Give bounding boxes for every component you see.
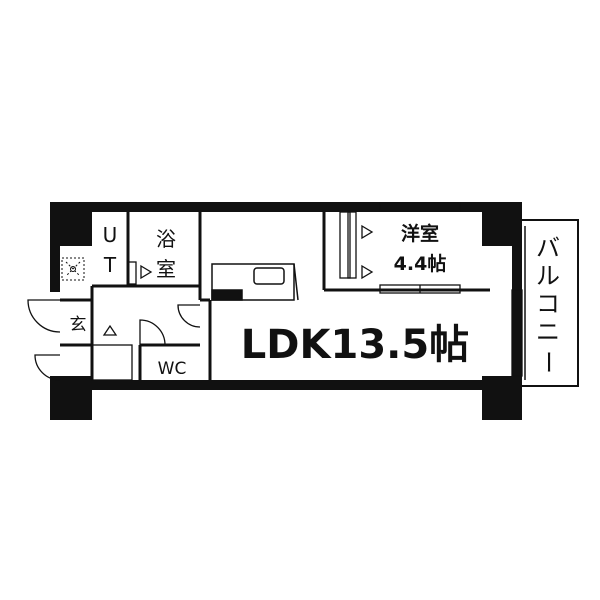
exterior-walls xyxy=(50,202,522,420)
bath-label-line1: 浴 xyxy=(156,227,176,251)
balcony-char-2: ル xyxy=(536,262,560,290)
bath-label-line2: 室 xyxy=(156,257,176,281)
balcony-label: バ ル コ ニ ー xyxy=(534,234,562,374)
ut-label-line2: T xyxy=(103,253,117,277)
balcony-char-4: ニ xyxy=(536,318,560,346)
ldk-label: LDK13.5帖 xyxy=(241,322,469,368)
entrance-label: 玄 xyxy=(70,315,87,335)
interior-walls xyxy=(60,212,490,380)
balcony-char-3: コ xyxy=(536,290,560,318)
washer-pan xyxy=(61,257,85,281)
ut-label-line1: U xyxy=(103,223,118,247)
doors xyxy=(27,202,523,381)
bedroom-name: 洋室 xyxy=(401,222,439,245)
balcony-char-5: ー xyxy=(534,350,562,374)
bedroom-size: 4.4帖 xyxy=(394,252,447,275)
kitchen-counter xyxy=(211,263,299,301)
toilet-label: WC xyxy=(158,359,187,379)
balcony-char-1: バ xyxy=(536,234,560,262)
